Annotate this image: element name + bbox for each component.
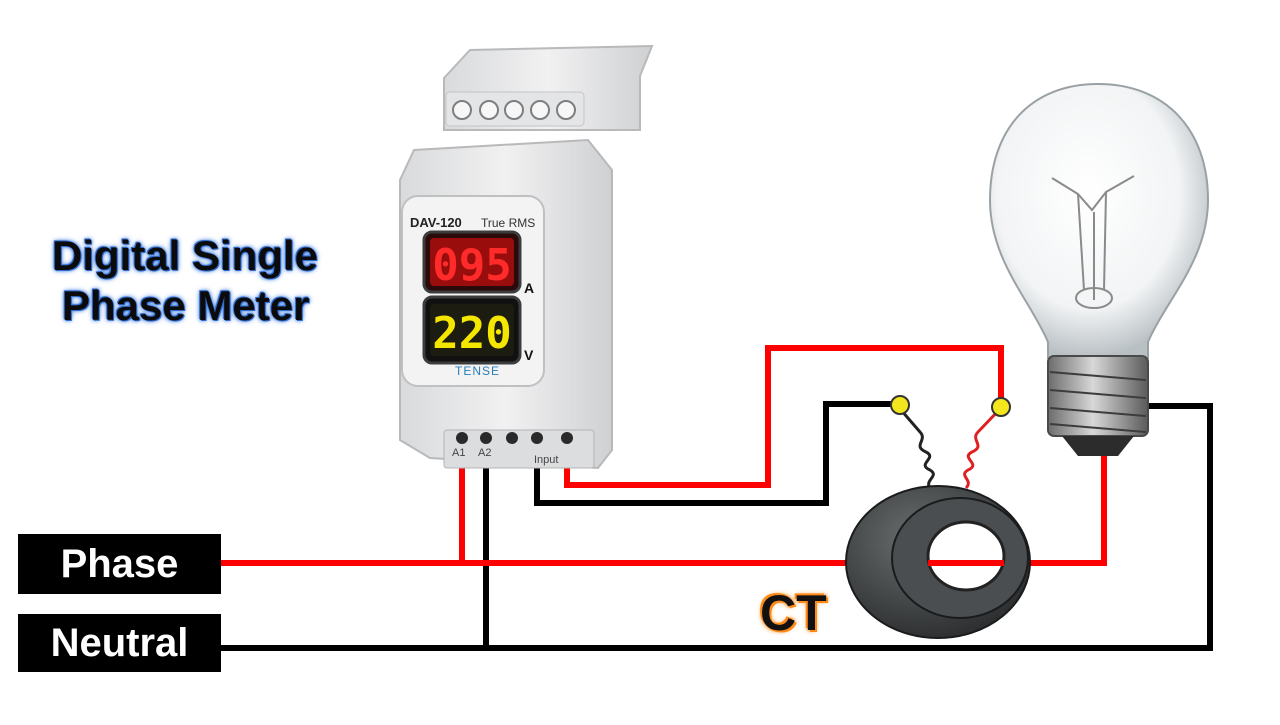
neutral-main-wire [220,403,1213,651]
top-terminal-screws [452,100,576,120]
ct-black-lead-wire [534,401,898,506]
bottom-terminal-screws [456,432,573,444]
ct-core-hole [926,520,1006,592]
bulb-filament [1051,175,1135,309]
bulb-contact-tip [1062,436,1134,456]
light-bulb [988,82,1210,456]
meter-brand-logo: TENSE [455,364,500,378]
ct-black-terminal [890,395,910,415]
meter-device: DAV-120 True RMS 095 A 220 V TENSE A1 A2… [399,44,654,470]
voltage-display-value: 220 [432,308,511,359]
meter-mode-text: True RMS [481,216,535,230]
ct-red-lead [963,408,1001,490]
current-unit-label: A [524,280,534,296]
terminal-a1-label: A1 [452,447,465,459]
ct-red-terminal [991,397,1011,417]
ct-black-lead [899,409,935,489]
ct-label: CT [760,585,827,641]
current-transformer [845,395,1031,639]
phase-main-wire [220,456,1107,566]
current-display-value: 095 [432,240,511,291]
terminal-a2-label: A2 [478,447,491,459]
neutral-label: Neutral [18,614,221,672]
voltage-unit-label: V [524,347,534,363]
diagram-title-line-1: Digital Single [52,232,319,279]
neutral-wires [220,401,1213,651]
bulb-thread-lines [1049,371,1147,433]
ct-red-lead-wire [564,345,1004,488]
diagram-title-line-2: Phase Meter [62,282,310,329]
terminal-input-label: Input [534,454,558,466]
phase-label: Phase [18,534,221,594]
bulb-glass [988,82,1210,359]
meter-model-text: DAV-120 [410,215,462,230]
